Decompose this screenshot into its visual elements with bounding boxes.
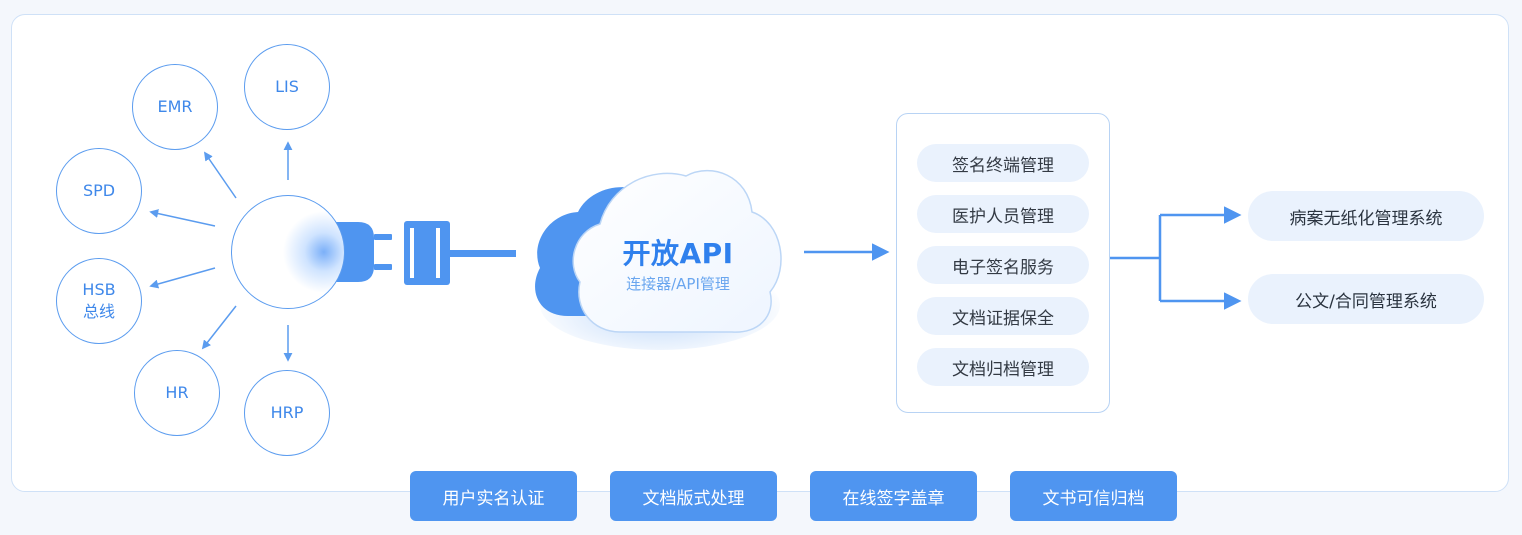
target-bracket <box>1110 206 1242 310</box>
system-node-hsb: HSB 总线 <box>56 258 142 344</box>
api-subtitle: 连接器/API管理 <box>626 275 730 293</box>
system-node-spd: SPD <box>56 148 142 234</box>
system-node-lis: LIS <box>244 44 330 130</box>
arrow-to-hr <box>201 305 237 350</box>
plug-icon <box>336 222 392 282</box>
system-node-hr: HR <box>134 350 220 436</box>
capability-badge: 在线签字盖章 <box>810 471 977 521</box>
target-system: 病案无纸化管理系统 <box>1248 191 1484 241</box>
capability-badge: 用户实名认证 <box>410 471 577 521</box>
service-item: 电子签名服务 <box>917 246 1089 284</box>
service-item: 签名终端管理 <box>917 144 1089 182</box>
system-node-hrp: HRP <box>244 370 330 456</box>
target-system: 公文/合同管理系统 <box>1248 274 1484 324</box>
socket-icon <box>404 221 516 285</box>
service-item: 医护人员管理 <box>917 195 1089 233</box>
system-node-emr: EMR <box>132 64 218 150</box>
api-title: 开放API <box>622 237 734 270</box>
hub-circle <box>231 195 345 309</box>
cloud-icon <box>535 169 782 350</box>
capability-badge: 文档版式处理 <box>610 471 777 521</box>
capability-badge: 文书可信归档 <box>1010 471 1177 521</box>
arrow-to-hsb <box>149 267 216 289</box>
arrow-to-emr <box>203 151 237 199</box>
service-item: 文档证据保全 <box>917 297 1089 335</box>
service-item: 文档归档管理 <box>917 348 1089 386</box>
arrow-to-spd <box>149 209 216 227</box>
